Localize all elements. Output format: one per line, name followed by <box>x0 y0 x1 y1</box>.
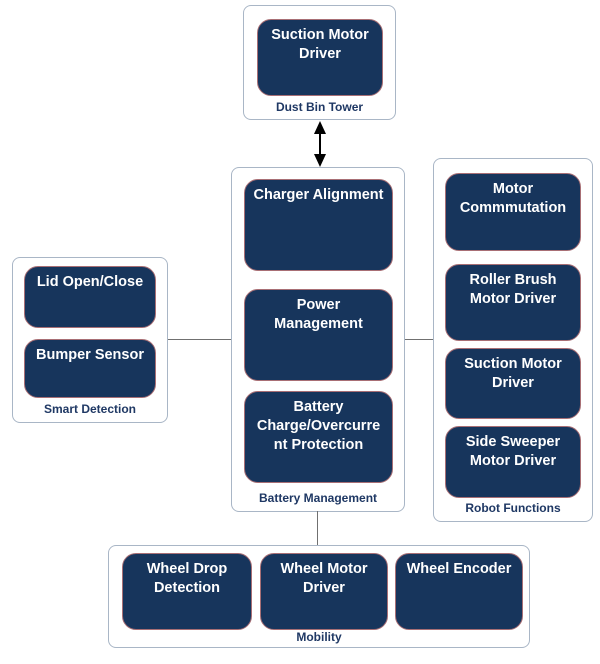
block-roller-brush-motor-driver: Roller Brush Motor Driver <box>445 264 581 341</box>
block-charger-alignment: Charger Alignment <box>244 179 393 271</box>
group-dust-bin-tower: Suction Motor Driver Dust Bin Tower <box>243 5 396 120</box>
group-label-mobility: Mobility <box>296 630 342 644</box>
block-lid-open-close: Lid Open/Close <box>24 266 156 328</box>
double-arrow-icon <box>314 121 326 167</box>
block-suction-motor-driver-robot: Suction Motor Driver <box>445 348 581 419</box>
group-smart-detection: Lid Open/Close Bumper Sensor Smart Detec… <box>12 257 168 423</box>
block-power-management: Power Management <box>244 289 393 381</box>
group-mobility: Wheel Drop Detection Wheel Motor Driver … <box>108 545 530 648</box>
block-wheel-drop-detection: Wheel Drop Detection <box>122 553 252 630</box>
block-suction-motor-driver-dustbin: Suction Motor Driver <box>257 19 383 96</box>
group-label-smart-detection: Smart Detection <box>43 402 137 416</box>
connector-battery-management-to-mobility <box>317 511 318 545</box>
group-label-battery-management: Battery Management <box>258 491 378 505</box>
group-label-robot-functions: Robot Functions <box>465 501 561 515</box>
block-bumper-sensor: Bumper Sensor <box>24 339 156 398</box>
block-motor-commmutation: Motor Commmutation <box>445 173 581 251</box>
group-robot-functions: Motor Commmutation Roller Brush Motor Dr… <box>433 158 593 522</box>
block-side-sweeper-motor-driver: Side Sweeper Motor Driver <box>445 426 581 498</box>
block-battery-charge-overcurrent-protection: Battery Charge/Overcurre nt Protection <box>244 391 393 483</box>
connector-smart-detection-to-battery-management <box>168 339 231 340</box>
group-label-dust-bin-tower: Dust Bin Tower <box>275 100 364 114</box>
block-wheel-motor-driver: Wheel Motor Driver <box>260 553 388 630</box>
block-wheel-encoder: Wheel Encoder <box>395 553 523 630</box>
group-battery-management: Charger Alignment Power Management Batte… <box>231 167 405 512</box>
connector-battery-management-to-robot-functions <box>405 339 433 340</box>
